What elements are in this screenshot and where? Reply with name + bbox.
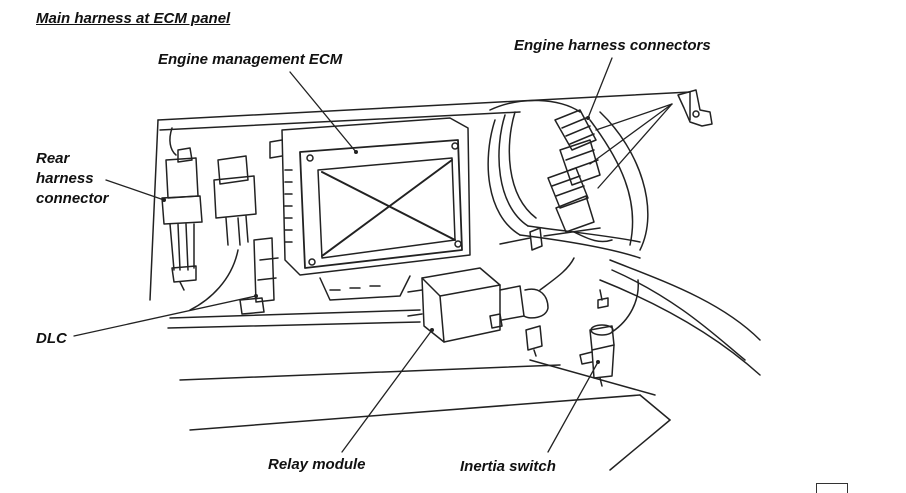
relay-module [407,257,575,357]
rear-harness-connector [161,127,203,291]
leader-ecm [289,71,357,153]
corner-stamp [816,483,848,493]
inertia-switch [579,279,639,387]
label-inertia-switch: Inertia switch [460,458,556,475]
dlc-connector [189,155,279,315]
leader-engine-2 [595,103,673,131]
label-ecm: Engine management ECM [158,51,343,68]
leader-engine-4 [597,103,673,189]
diagram-title: Main harness at ECM panel [36,10,231,27]
ecm-panel-outline [149,91,691,471]
label-rear-line3: connector [36,190,109,207]
leader-inertia [547,361,599,453]
leader-dlc [73,295,257,337]
ecm-unit [269,117,471,301]
label-dlc: DLC [36,330,67,347]
leader-engine-1 [587,57,613,119]
engine-connector-lower [547,167,613,243]
label-relay-module: Relay module [268,456,366,473]
engine-harness-bundle [487,99,761,376]
leader-rear [105,179,165,201]
leader-engine-3 [589,103,673,165]
label-rear-line1: Rear [36,150,70,167]
bracket-clip [677,89,713,127]
leader-lines [73,57,673,453]
leader-relay [341,329,433,453]
label-engine-harness-connectors: Engine harness connectors [514,37,711,54]
label-rear-line2: harness [36,170,94,187]
